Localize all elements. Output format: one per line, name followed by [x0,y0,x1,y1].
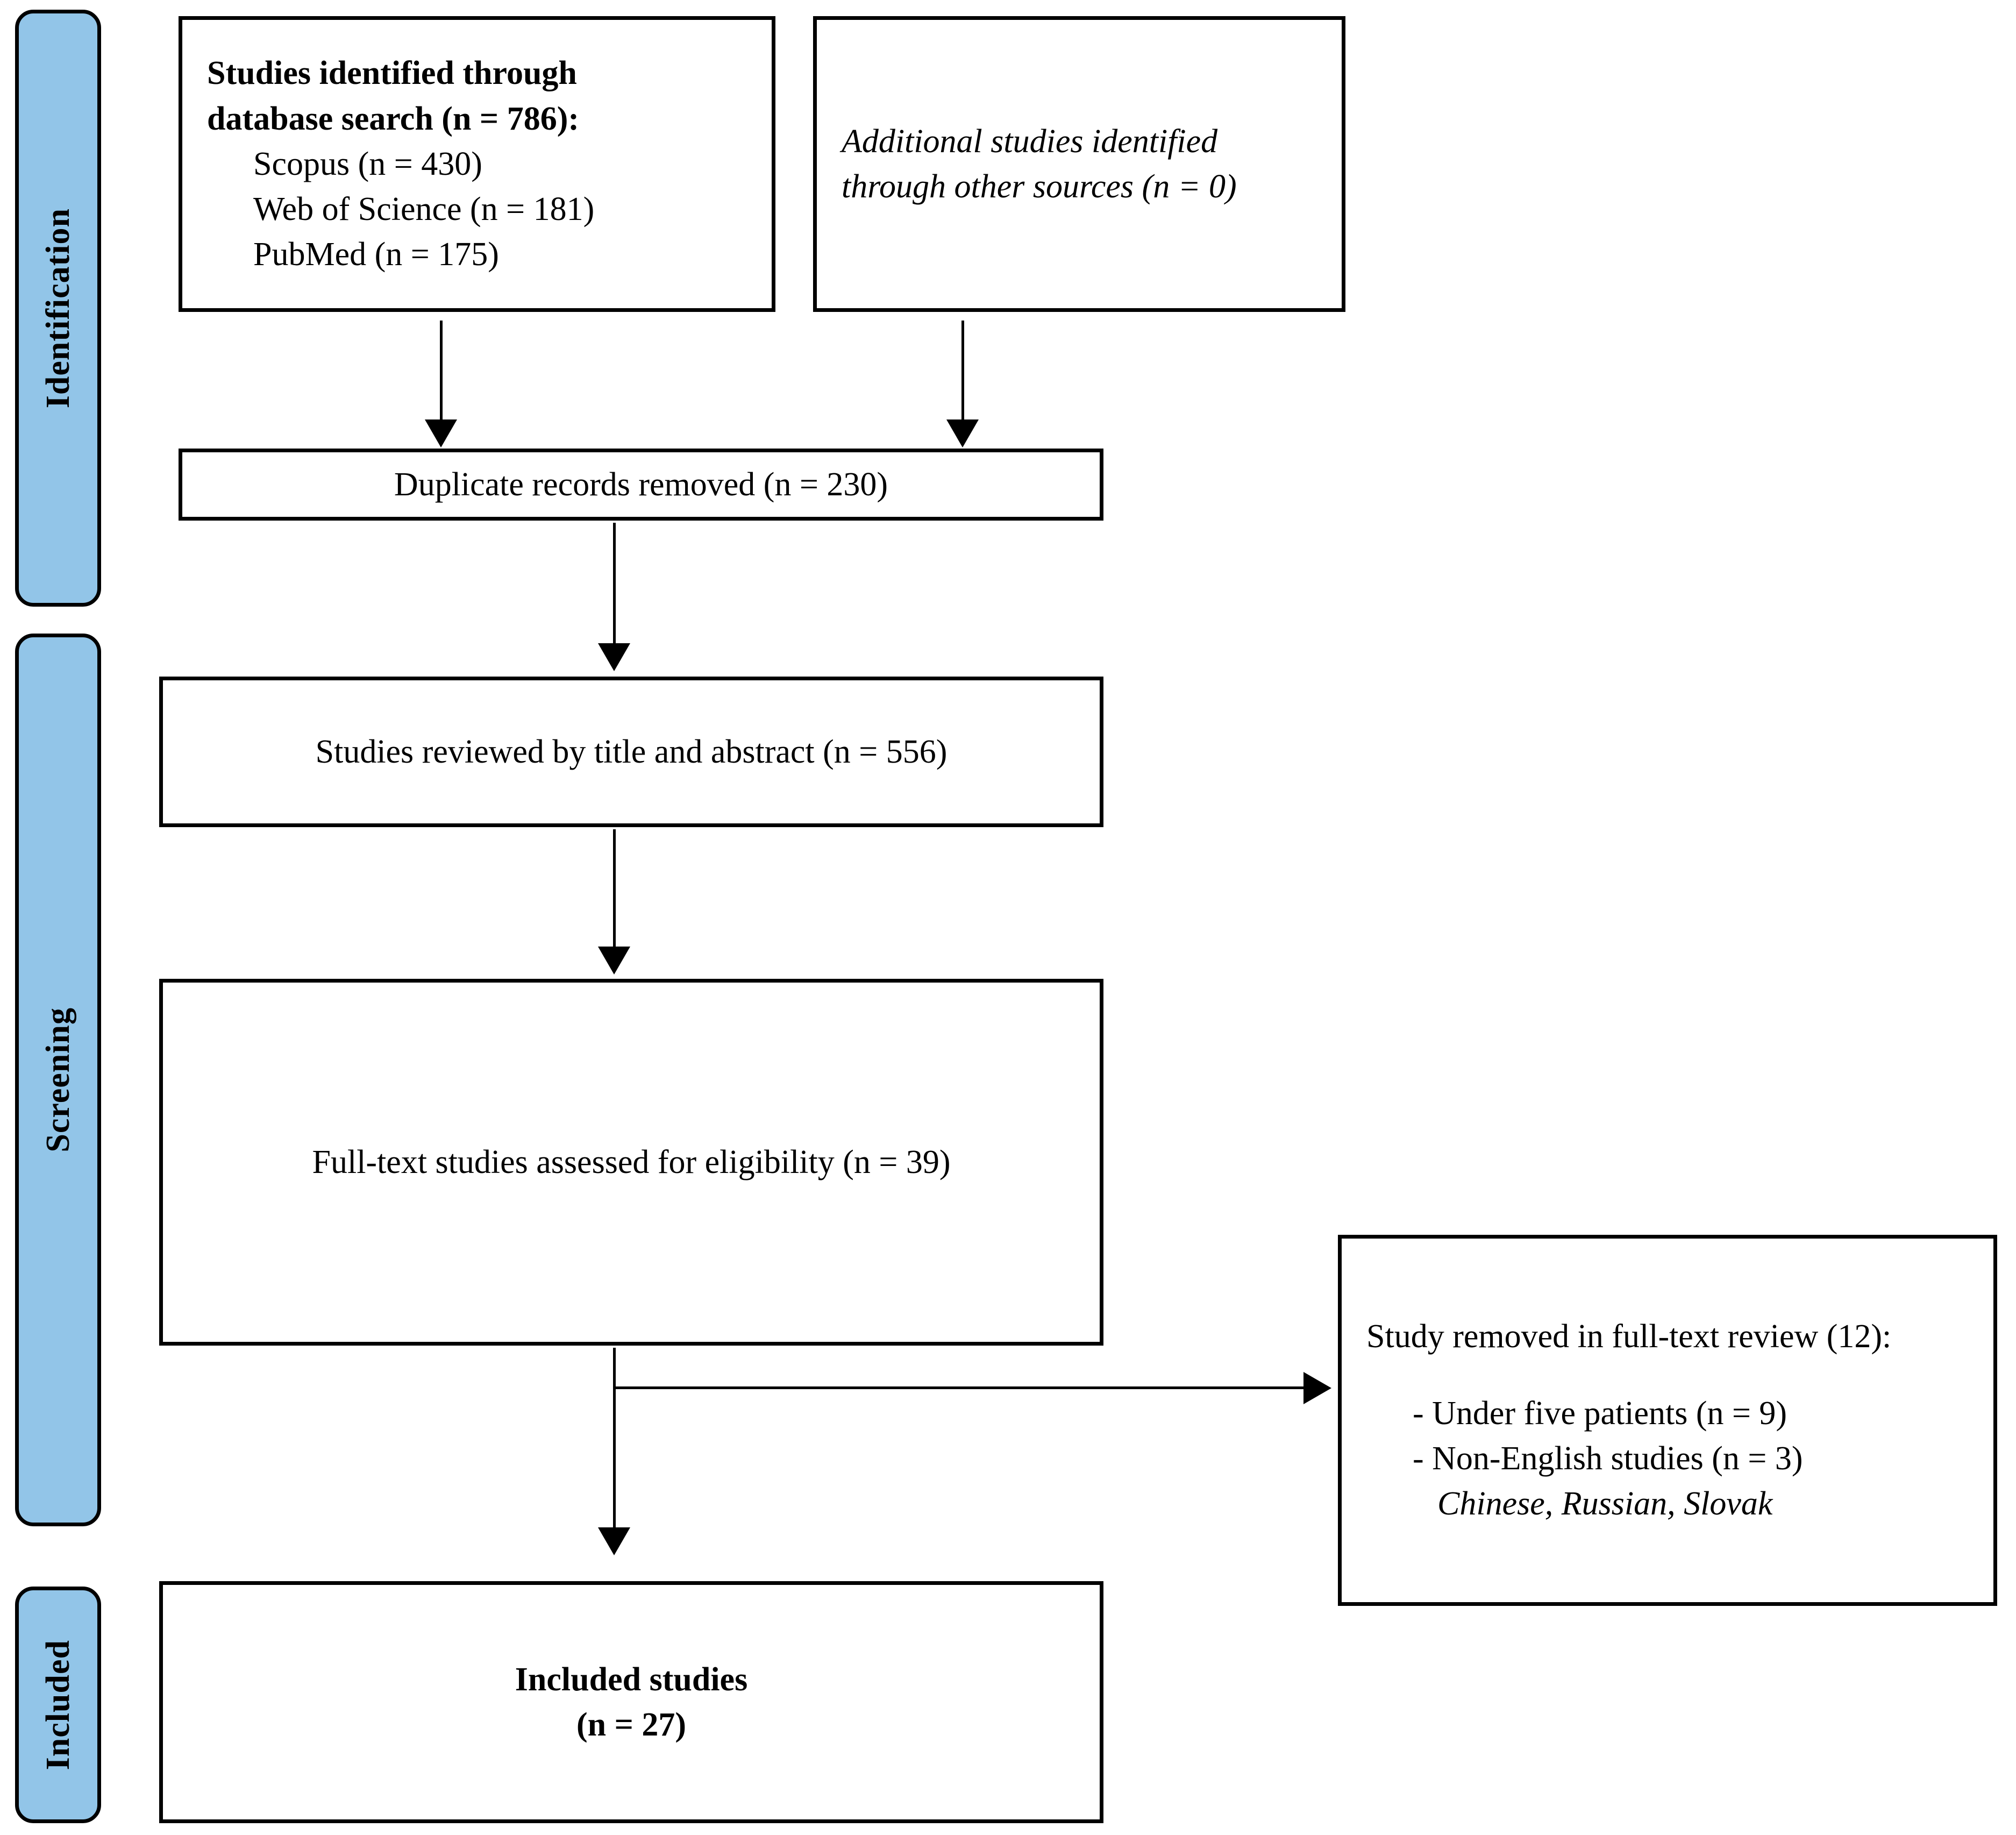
box-included-studies-content: Included studies (n = 27) [163,1657,1100,1748]
box-title-abstract-review: Studies reviewed by title and abstract (… [159,677,1103,827]
removed-reason-languages: Chinese, Russian, Slovak [1437,1485,1773,1523]
arrowhead-full-text-to-removed [1303,1372,1331,1404]
included-studies-line2: (n = 27) [576,1706,687,1743]
arrowhead-title-abstract-to-full-text [598,947,630,975]
removed-full-text-spacer [1366,1360,1969,1391]
box-full-text-assessed: Full-text studies assessed for eligibili… [159,979,1103,1346]
duplicates-removed-text: Duplicate records removed (n = 230) [394,466,888,503]
connector-full-text-to-removed [613,1386,1306,1389]
database-search-heading-line1: Studies identified through [207,55,577,92]
stage-label-included: Included [40,1639,76,1770]
stage-bar-identification: Identification [15,10,101,607]
stage-bar-screening: Screening [15,634,101,1526]
box-duplicates-removed: Duplicate records removed (n = 230) [179,449,1103,521]
connector-database-to-duplicates [440,321,443,423]
box-included-studies: Included studies (n = 27) [159,1581,1103,1823]
box-duplicates-removed-content: Duplicate records removed (n = 230) [182,462,1100,507]
stage-bar-included: Included [15,1587,101,1823]
box-full-text-assessed-content: Full-text studies assessed for eligibili… [163,1140,1100,1185]
title-abstract-text: Studies reviewed by title and abstract (… [315,733,948,770]
box-database-search: Studies identified through database sear… [179,16,775,312]
arrowhead-duplicates-to-title-abstract [598,643,630,671]
other-sources-line1: Additional studies identified [842,123,1218,160]
arrowhead-database-to-duplicates [425,419,457,447]
included-studies-line1: Included studies [515,1661,748,1698]
stage-label-identification: Identification [40,208,76,409]
database-search-source-scopus: Scopus (n = 430) [253,145,482,182]
connector-duplicates-to-title-abstract [613,523,616,646]
arrowhead-full-text-to-included [598,1527,630,1555]
database-search-source-web-of-science: Web of Science (n = 181) [253,191,595,228]
connector-full-text-branch-vertical [613,1348,616,1531]
removed-reason-under-five-patients: - Under five patients (n = 9) [1413,1395,1787,1432]
box-database-search-content: Studies identified through database sear… [182,51,772,278]
connector-other-sources-to-duplicates [961,321,964,423]
database-search-source-pubmed: PubMed (n = 175) [253,236,499,273]
box-other-sources: Additional studies identified through ot… [813,16,1345,312]
box-removed-full-text-content: Study removed in full-text review (12): … [1342,1314,1993,1526]
removed-full-text-heading: Study removed in full-text review (12): [1366,1318,1892,1355]
connector-title-abstract-to-full-text [613,829,616,950]
box-removed-full-text-review: Study removed in full-text review (12): … [1338,1235,1997,1606]
box-title-abstract-content: Studies reviewed by title and abstract (… [163,729,1100,774]
removed-reason-non-english-studies: - Non-English studies (n = 3) [1413,1440,1803,1477]
database-search-heading-line2: database search (n = 786): [207,100,580,137]
box-other-sources-content: Additional studies identified through ot… [817,119,1342,210]
other-sources-line2: through other sources (n = 0) [842,168,1237,205]
full-text-assessed-text: Full-text studies assessed for eligibili… [312,1143,951,1180]
stage-label-screening: Screening [40,1007,76,1153]
arrowhead-other-sources-to-duplicates [946,419,979,447]
